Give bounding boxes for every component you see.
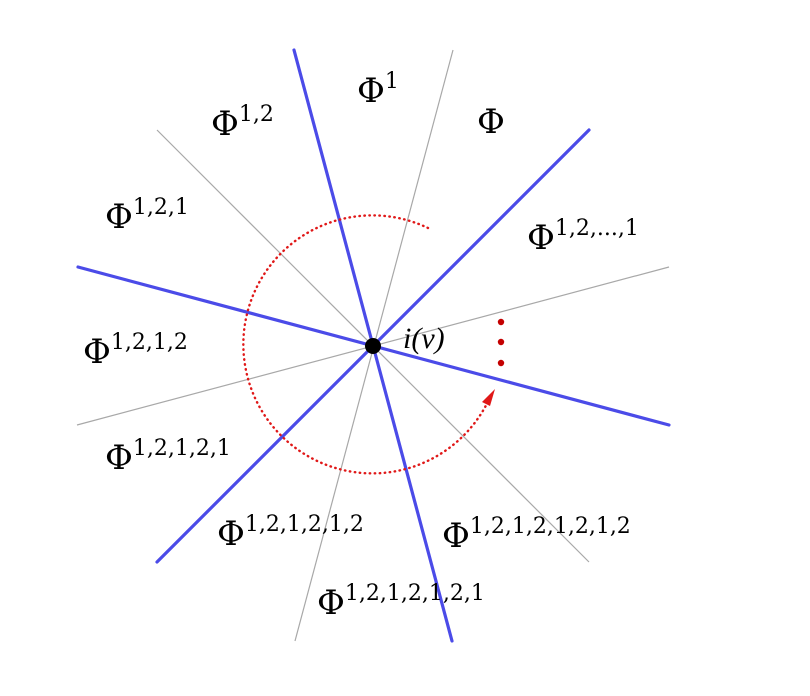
region-label-superscript: 1,2,1,2,1,2,1 [345,581,485,606]
ellipsis-dot [497,359,505,367]
region-label-base: Φ [83,332,111,372]
region-label-base: Φ [357,71,385,111]
region-label-base: Φ [211,104,239,144]
region-label-phi-1-2-1-2-1: Φ1,2,1,2,1 [105,436,231,478]
region-label-base: Φ [217,514,245,554]
region-label-superscript: 1,2,1 [133,195,189,220]
region-label-phi-1-2-1-2-1-2-1-2: Φ1,2,1,2,1,2,1,2 [442,514,631,556]
region-label-phi-1-2-1-2-1-2-1: Φ1,2,1,2,1,2,1 [317,581,485,623]
ellipsis-dot [497,318,505,326]
region-label-phi: Φ [477,102,505,142]
center-point [365,338,381,354]
region-label-superscript: 1,2 [239,102,274,127]
ellipsis-dot [497,338,505,346]
region-label-phi-1-2-dots-1: Φ1,2,...,1 [527,216,639,258]
region-label-base: Φ [317,583,345,623]
region-label-phi-1-2-1: Φ1,2,1 [105,195,189,237]
region-label-phi-1-2-1-2: Φ1,2,1,2 [83,330,188,372]
center-label: i(v) [403,322,445,355]
region-label-phi-1-2-1-2-1-2: Φ1,2,1,2,1,2 [217,512,364,554]
region-label-base: Φ [105,197,133,237]
region-label-superscript: 1,2,1,2,1,2,1,2 [470,514,631,539]
region-label-base: Φ [105,438,133,478]
region-label-superscript: 1,2,1,2,1 [133,436,231,461]
region-label-superscript: 1,2,...,1 [555,216,639,241]
ellipsis-dots [497,318,505,367]
rotation-arrowhead [482,389,495,406]
region-label-superscript: 1 [385,69,399,94]
region-label-phi-1-2: Φ1,2 [211,102,274,144]
region-label-base: Φ [442,516,470,556]
region-label-superscript: 1,2,1,2 [111,330,188,355]
region-label-superscript: 1,2,1,2,1,2 [245,512,364,537]
region-label-base: Φ [477,102,505,142]
region-label-base: Φ [527,218,555,258]
rotation-arc [242,214,493,475]
region-label-phi-1: Φ1 [357,69,399,111]
